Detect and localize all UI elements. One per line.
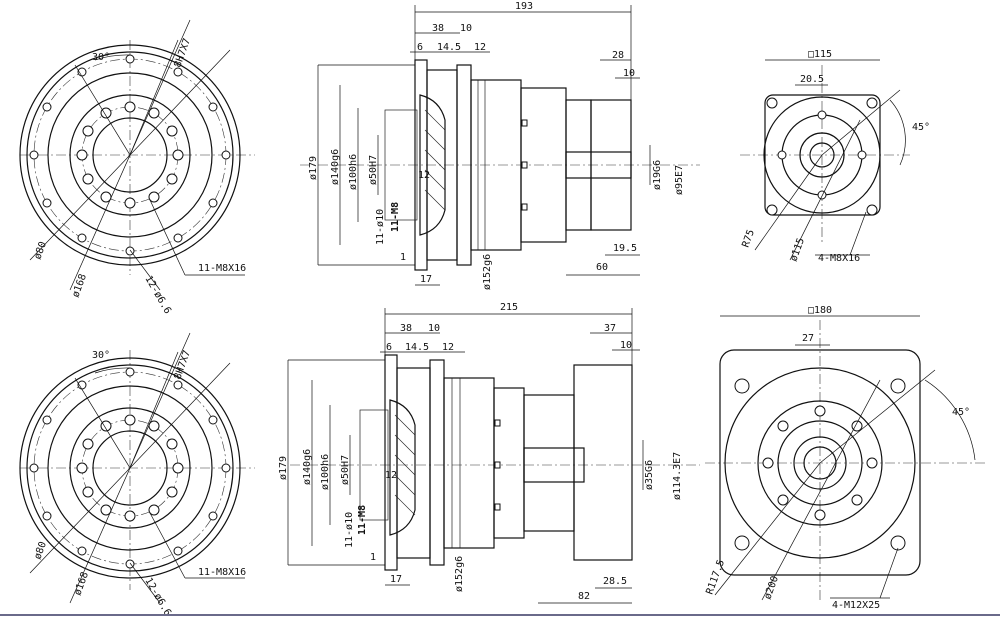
bottom-len-17: 17 <box>390 574 402 585</box>
bottom-len-1: 1 <box>370 552 376 563</box>
top-m8: 11-M8 <box>390 202 401 232</box>
top-back-angle: 45° <box>912 122 930 133</box>
top-d152: ø152g6 <box>482 254 493 290</box>
top-front-angle: 30° <box>92 52 110 63</box>
top-back-holes: 4-M8X16 <box>818 253 860 264</box>
top-len-19-5: 19.5 <box>613 243 637 254</box>
bottom-len-10b: 10 <box>620 340 632 351</box>
bottom-back-len-27: 27 <box>802 333 814 344</box>
bottom-d152: ø152g6 <box>454 556 465 592</box>
top-len-17: 17 <box>420 274 432 285</box>
bottom-back-angle: 45° <box>952 407 970 418</box>
bottom-front-dia-inner: ø80 <box>32 540 49 561</box>
top-len-total: 193 <box>515 1 533 12</box>
top-back-r75: R75 <box>740 228 757 249</box>
top-front-thread: 11-M8X16 <box>198 263 246 274</box>
bottom-h12: 12 <box>385 470 397 481</box>
bottom-d10: 11-ø10 <box>344 512 355 548</box>
top-len-28: 28 <box>612 50 624 61</box>
bottom-len-12: 12 <box>442 342 454 353</box>
bottom-front-angle: 30° <box>92 350 110 361</box>
bottom-len-total: 215 <box>500 302 518 313</box>
top-len-10b: 10 <box>623 68 635 79</box>
top-front-dia-outer: ø168 <box>70 273 89 299</box>
bottom-d140: ø140g6 <box>302 449 313 485</box>
top-len-14-5: 14.5 <box>437 42 461 53</box>
top-len-38: 38 <box>432 23 444 34</box>
bottom-d179: ø179 <box>278 456 289 480</box>
bottom-side-view: 215 38 10 6 14.5 12 37 10 ø179 ø140g6 ø1… <box>278 302 700 604</box>
top-h12: 12 <box>418 170 430 181</box>
bottom-len-6: 6 <box>386 342 392 353</box>
bottom-front-holes: 12-ø6.6 <box>142 576 173 617</box>
top-back-len-20-5: 20.5 <box>800 74 824 85</box>
top-back-d115: ø115 <box>788 237 807 263</box>
top-back-square: □115 <box>808 49 832 60</box>
bottom-back-d200: ø200 <box>762 575 781 601</box>
bottom-front-view: 30° 8H7X7 ø80 ø168 12-ø6.6 11-M8X16 <box>19 332 255 617</box>
bottom-front-thread: 11-M8X16 <box>198 567 246 578</box>
top-len-6: 6 <box>417 42 423 53</box>
bottom-len-10: 10 <box>428 323 440 334</box>
bottom-back-holes: 4-M12X25 <box>832 600 880 611</box>
top-d10: 11-ø10 <box>375 209 386 245</box>
top-len-10: 10 <box>460 23 472 34</box>
top-front-holes: 12-ø6.6 <box>142 274 173 316</box>
top-len-60: 60 <box>596 262 608 273</box>
top-d50: ø50H7 <box>368 155 379 185</box>
top-d140: ø140g6 <box>330 149 341 185</box>
bottom-back-square: □180 <box>808 305 832 316</box>
bottom-d50: ø50H7 <box>340 455 351 485</box>
bottom-len-28-5: 28.5 <box>603 576 627 587</box>
top-d95: ø95E7 <box>674 165 685 195</box>
bottom-len-14-5: 14.5 <box>405 342 429 353</box>
bottom-m8: 11-M8 <box>357 505 368 535</box>
top-d100: ø100h6 <box>348 154 359 190</box>
top-back-view: □115 20.5 45° R75 ø115 4-M8X16 <box>740 49 930 264</box>
bottom-len-38: 38 <box>400 323 412 334</box>
top-d179: ø179 <box>308 156 319 180</box>
bottom-len-37: 37 <box>604 323 616 334</box>
top-side-view: 193 38 10 6 14.5 12 28 10 ø179 ø140g6 ø1… <box>300 1 700 290</box>
bottom-d100: ø100h6 <box>320 454 331 490</box>
bottom-back-r117: R117.5 <box>704 558 727 596</box>
bottom-d35: ø35G6 <box>644 460 655 490</box>
bottom-front-dia-outer: ø168 <box>72 571 91 597</box>
top-d19: ø19G6 <box>652 160 663 190</box>
bottom-d114: ø114.3E7 <box>672 452 683 500</box>
top-front-view: 30° 8H7X7 ø80 ø168 12-ø6.6 11-M8X16 <box>19 19 255 316</box>
bottom-len-82: 82 <box>578 591 590 602</box>
bottom-back-view: □180 27 45° R117.5 ø200 4-M12X25 <box>704 305 985 611</box>
top-len-1: 1 <box>400 252 406 263</box>
top-front-dia-inner: ø80 <box>32 240 49 261</box>
top-len-12: 12 <box>474 42 486 53</box>
